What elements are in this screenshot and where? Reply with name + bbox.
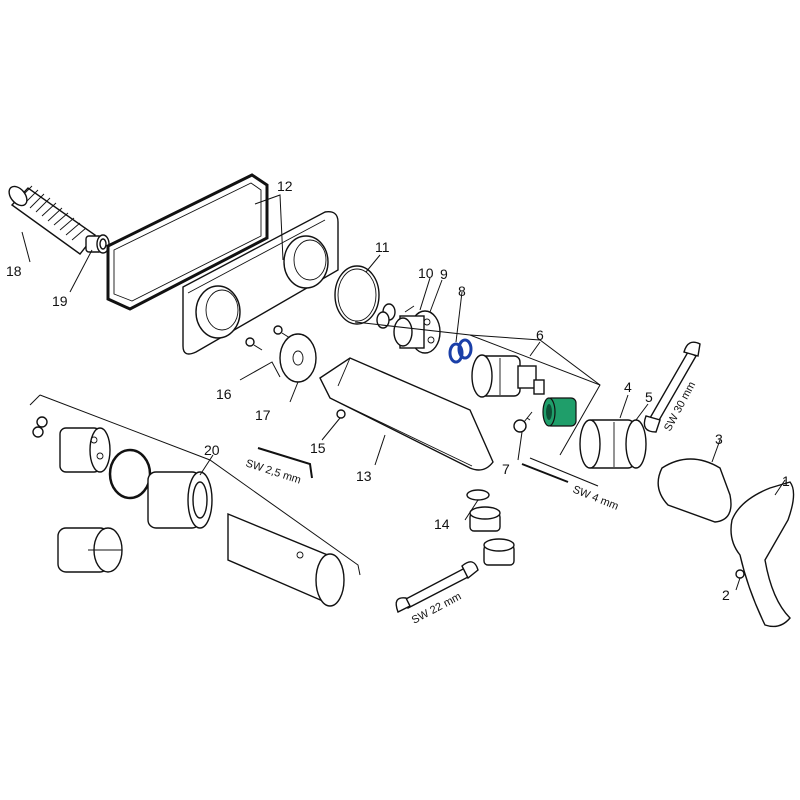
label-11: 11	[375, 239, 390, 255]
label-5: 5	[645, 389, 653, 405]
part-12-seal-frame	[106, 173, 269, 311]
label-6: 6	[536, 327, 544, 343]
part-16-screws	[245, 325, 291, 351]
label-18: 18	[6, 263, 22, 279]
part-3-escutcheon	[657, 458, 732, 523]
label-7: 7	[502, 461, 510, 477]
label-8: 8	[458, 283, 466, 299]
label-2: 2	[722, 587, 730, 603]
tool-label-sw25: SW 2,5 mm	[244, 457, 302, 486]
part-6-cartridge	[471, 354, 545, 398]
part-11-o-ring	[334, 265, 380, 325]
label-14: 14	[434, 516, 450, 532]
part-12-cover-plate	[182, 211, 339, 355]
label-17: 17	[255, 407, 271, 423]
wrench-icon-sw30	[643, 341, 701, 433]
part-1-handle	[730, 481, 795, 628]
label-16: 16	[216, 386, 232, 402]
part-17-mounting-plate	[279, 333, 317, 383]
part-8-blue-seals	[448, 338, 473, 364]
part-9-cartridge-housing	[393, 305, 441, 354]
green-clamp-ring	[542, 397, 577, 427]
part-2-grub-screw	[735, 569, 745, 579]
hex-key-icon-sw25	[257, 447, 313, 479]
leader-lines	[21, 231, 786, 591]
part-14-aerator	[466, 489, 515, 566]
callout-brackets	[29, 194, 601, 576]
part-10-small-seal	[376, 303, 396, 329]
part-number-labels: 1 2 3 4 5 6 7 8 9 10 11 12 13 14 15 16 1…	[6, 178, 790, 603]
label-20: 20	[204, 442, 220, 458]
wrench-icon-sw22	[395, 561, 479, 613]
label-12: 12	[277, 178, 293, 194]
part-13-spout	[319, 357, 494, 471]
part-5-sleeve	[579, 419, 647, 469]
label-13: 13	[356, 468, 372, 484]
label-10: 10	[418, 265, 434, 281]
part-20-rough-in-set	[32, 416, 345, 607]
part-18-flexible-hose	[8, 185, 97, 255]
part-7-screw	[513, 411, 533, 433]
label-4: 4	[624, 379, 632, 395]
part-15-set-screw	[336, 409, 346, 419]
hex-key-icon-sw4	[521, 457, 599, 487]
label-15: 15	[310, 440, 326, 456]
part-19-hose-nipple	[85, 234, 110, 254]
label-3: 3	[715, 431, 723, 447]
tool-label-sw4: SW 4 mm	[571, 484, 620, 513]
label-1: 1	[782, 473, 790, 489]
label-19: 19	[52, 293, 68, 309]
label-9: 9	[440, 266, 448, 282]
